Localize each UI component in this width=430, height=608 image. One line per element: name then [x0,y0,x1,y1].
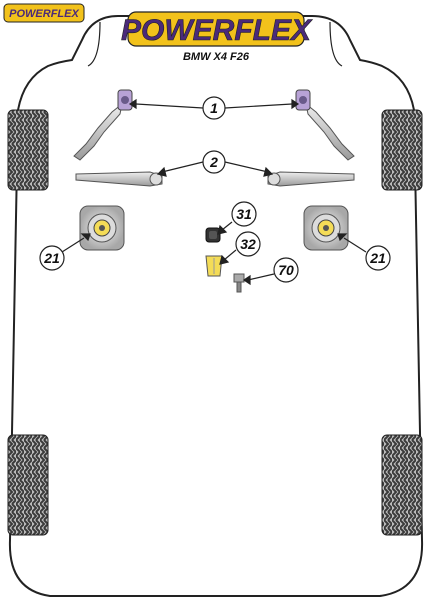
front-left-track-arm [75,171,163,187]
front-right-wishbone [295,89,355,161]
callout-70: 70 [273,257,299,283]
svg-text:POWERFLEX: POWERFLEX [9,8,79,20]
car-body-outline [8,15,424,597]
front-right-track-arm [267,171,355,187]
svg-text:POWERFLEX: POWERFLEX [121,14,313,47]
callout-32: 32 [235,231,261,257]
svg-text:31: 31 [236,206,252,222]
front-left-top-mount [79,205,125,251]
tyre-rear-right [381,434,423,536]
tyre-front-right [381,109,423,191]
callout-2: 2 [202,150,226,174]
tyre-front-left [7,109,49,191]
callout-21-right: 21 [365,245,391,271]
powerflex-small-logo: POWERFLEX [3,3,85,23]
bush-31 [205,227,221,243]
car-body-inner-line [87,21,343,67]
tyre-rear-left [7,434,49,536]
leader-lines [61,98,367,286]
svg-text:21: 21 [43,250,60,266]
svg-text:70: 70 [278,262,294,278]
model-title: BMW X4 F26 [183,51,250,63]
svg-text:2: 2 [209,154,218,170]
callout-1: 1 [202,96,226,120]
svg-text:32: 32 [240,236,256,252]
bolt-70 [233,273,245,293]
powerflex-main-logo: POWERFLEX [121,11,313,47]
svg-text:1: 1 [210,100,218,116]
svg-text:21: 21 [369,250,386,266]
callout-21-left: 21 [39,245,65,271]
bush-32 [205,255,223,277]
front-right-top-mount [303,205,349,251]
callout-31: 31 [231,201,257,227]
front-left-wishbone [73,89,133,161]
